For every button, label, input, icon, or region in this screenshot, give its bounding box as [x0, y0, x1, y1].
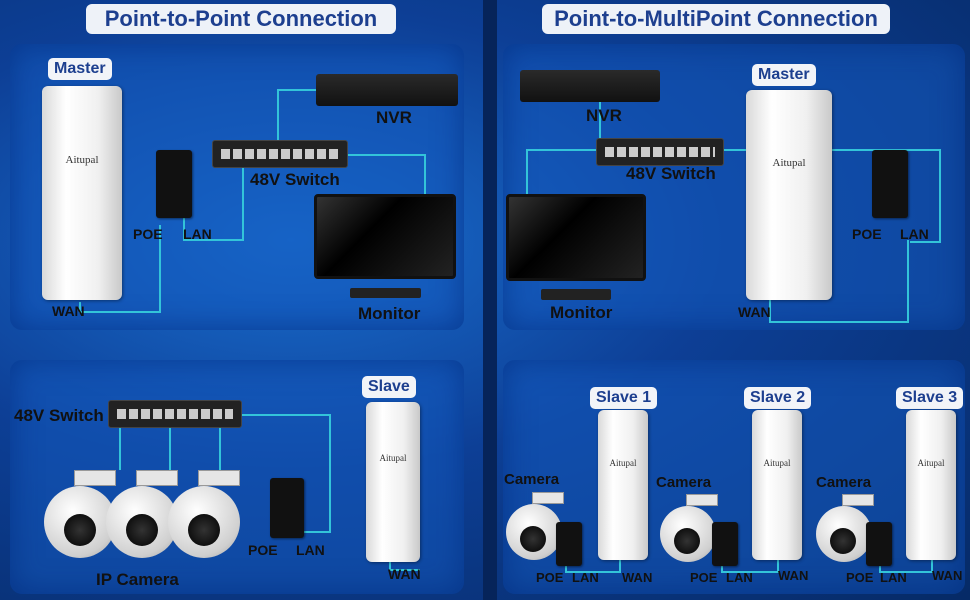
- ptp-slave-brand: Aitupal: [379, 453, 407, 464]
- ptp-master-tag: Master: [48, 58, 112, 80]
- ptmp-master-tag: Master: [752, 64, 816, 86]
- slave-1-poe-label: POE: [536, 570, 564, 585]
- wire-master-wan-right: [769, 240, 909, 323]
- wire-slave1: [565, 560, 621, 573]
- ptp-slave-bridge: Aitupal: [366, 402, 420, 562]
- ptmp-title: Point-to-MultiPoint Connection: [542, 4, 890, 34]
- ptp-top-switch: [212, 140, 348, 168]
- wire-switch-nvr: [277, 89, 316, 142]
- wire-slave3: [879, 560, 933, 573]
- ptp-bottom-switch-label: 48V Switch: [14, 406, 104, 425]
- slave-3-bridge: Aitupal: [906, 410, 956, 560]
- wire-slave2: [721, 560, 779, 573]
- slave-1-tag: Slave 1: [590, 387, 658, 409]
- ptp-bottom-lan-label: LAN: [296, 542, 325, 558]
- slave-2-wan-label: WAN: [778, 568, 809, 583]
- slave-3-camera-label: Camera: [816, 474, 872, 491]
- section-divider: [483, 0, 497, 600]
- ip-camera-3: [168, 470, 240, 562]
- slave-2-bridge: Aitupal: [752, 410, 802, 560]
- ptp-top-lan-label: LAN: [183, 226, 212, 242]
- slave-1-bridge: Aitupal: [598, 410, 648, 560]
- slave-2-tag: Slave 2: [744, 387, 812, 409]
- ptmp-nvr-label: NVR: [586, 106, 622, 125]
- wire-switch-slave: [240, 414, 331, 533]
- slave-3-brand: Aitupal: [917, 458, 945, 468]
- slave-2-poe-injector: [712, 522, 738, 566]
- ptmp-switch-label: 48V Switch: [626, 164, 716, 183]
- slave-3-poe-injector: [866, 522, 892, 566]
- ptp-top-poe-label: POE: [133, 226, 163, 242]
- wire-switch-monitor-right: [526, 149, 598, 195]
- slave-2-lan-label: LAN: [726, 570, 753, 585]
- ptp-bottom-wan-label: WAN: [388, 566, 421, 582]
- ptp-top-wan-label: WAN: [52, 303, 85, 319]
- slave-1-camera: [506, 492, 564, 562]
- wire-master-wan: [79, 225, 161, 313]
- slave-3-lan-label: LAN: [880, 570, 907, 585]
- ptmp-poe-injector: [872, 150, 908, 218]
- slave-1-wan-label: WAN: [622, 570, 653, 585]
- master-brand: Aitupal: [65, 154, 99, 167]
- slave-1-brand: Aitupal: [609, 458, 637, 468]
- ptp-monitor-device: [314, 194, 456, 298]
- ip-camera-label: IP Camera: [96, 570, 179, 589]
- ptmp-master-brand: Aitupal: [772, 157, 806, 170]
- slave-3-camera: [816, 494, 874, 564]
- slave-3-wan-label: WAN: [932, 568, 963, 583]
- ptmp-poe-label: POE: [852, 226, 882, 242]
- master-bridge: Aitupal: [42, 86, 122, 300]
- ptp-monitor-label: Monitor: [358, 304, 421, 323]
- slave-2-camera: [660, 494, 718, 564]
- slave-1-poe-injector: [556, 522, 582, 566]
- ptmp-lan-label: LAN: [900, 226, 929, 242]
- ptp-bottom-poe-label: POE: [248, 542, 278, 558]
- ptp-nvr-device: [316, 74, 458, 106]
- slave-1-lan-label: LAN: [572, 570, 599, 585]
- ptp-bottom-switch: [108, 400, 242, 428]
- slave-1-camera-label: Camera: [504, 471, 560, 488]
- ptp-bottom-poe-injector: [270, 478, 304, 538]
- ptp-title: Point-to-Point Connection: [86, 4, 396, 34]
- slave-2-poe-label: POE: [690, 570, 718, 585]
- ptmp-wan-label: WAN: [738, 304, 771, 320]
- ptmp-master-bridge: Aitupal: [746, 90, 832, 300]
- ptp-slave-tag: Slave: [362, 376, 416, 398]
- ptmp-monitor-device: [506, 194, 646, 300]
- ip-camera-1: [44, 470, 116, 562]
- ptp-nvr-label: NVR: [376, 108, 412, 127]
- wire-slave-wan: [389, 562, 420, 571]
- wire-lan-switch: [183, 165, 244, 241]
- wire-switch-monitor: [340, 154, 426, 196]
- ptp-top-switch-label: 48V Switch: [250, 170, 340, 189]
- ip-camera-2: [106, 470, 178, 562]
- ptmp-switch: [596, 138, 724, 166]
- ptmp-nvr-device: [520, 70, 660, 102]
- ptmp-monitor-label: Monitor: [550, 303, 613, 322]
- slave-3-tag: Slave 3: [896, 387, 964, 409]
- ptp-top-poe-injector: [156, 150, 192, 218]
- slave-3-poe-label: POE: [846, 570, 874, 585]
- slave-2-brand: Aitupal: [763, 458, 791, 468]
- slave-2-camera-label: Camera: [656, 474, 712, 491]
